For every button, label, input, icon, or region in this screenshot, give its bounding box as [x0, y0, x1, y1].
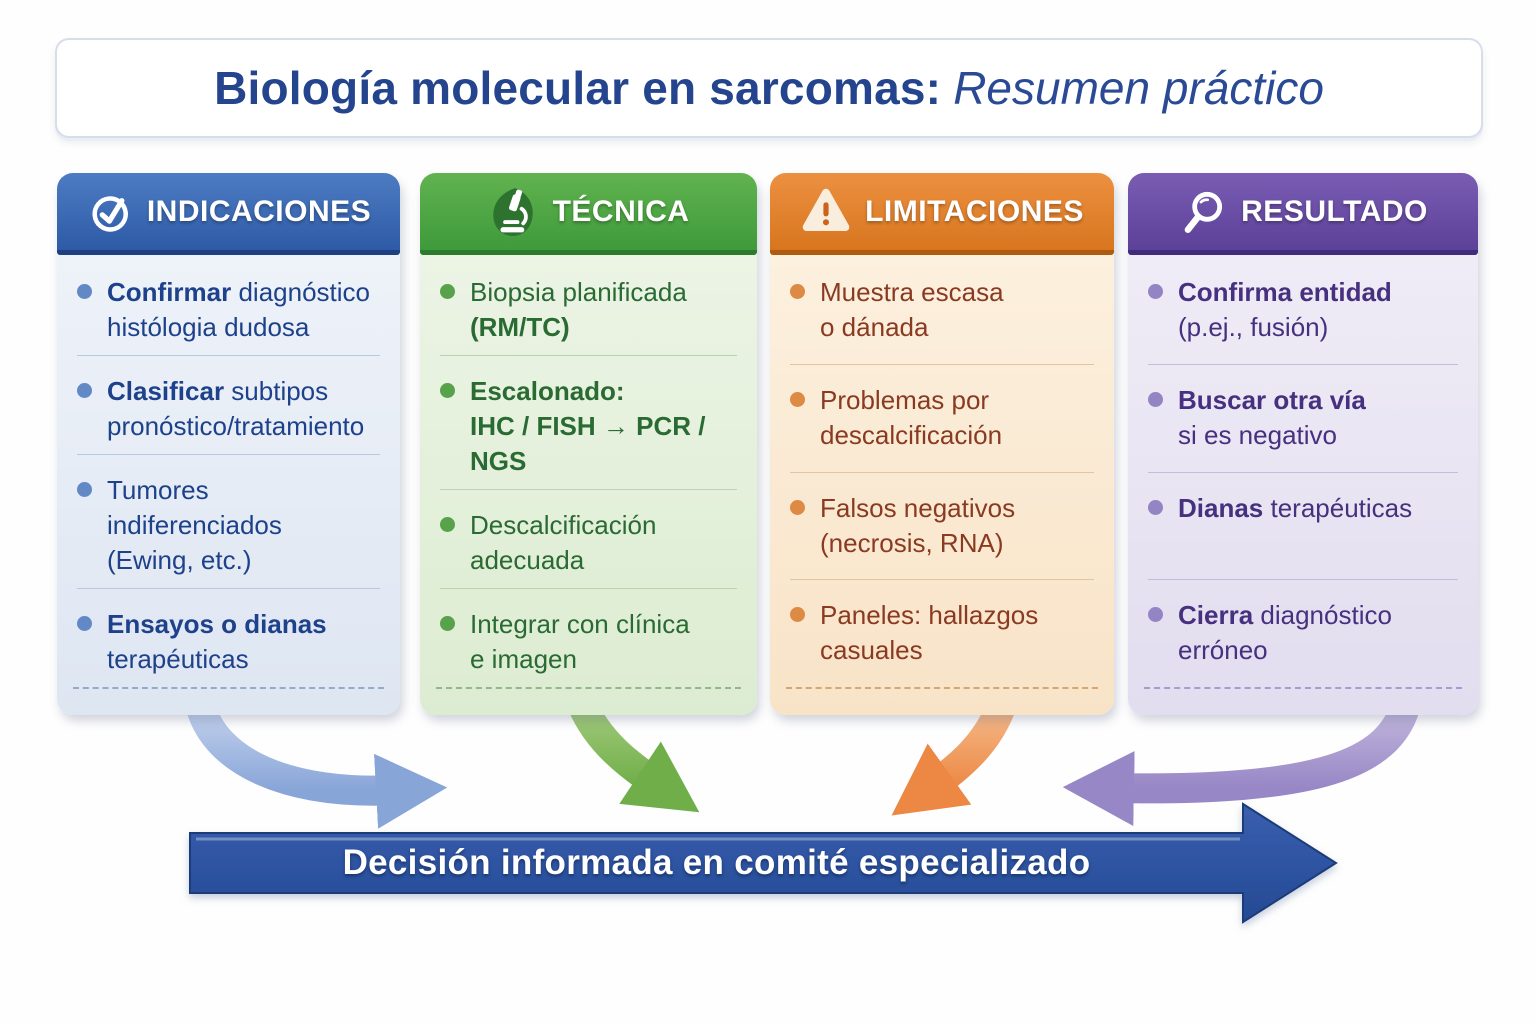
card-header-resultado: RESULTADO — [1128, 173, 1478, 255]
list-item: Escalonado:IHC / FISH → PCR / NGS — [440, 356, 737, 490]
list-item-text: Escalonado:IHC / FISH → PCR / NGS — [470, 376, 706, 476]
page-subtitle: Resumen práctico — [953, 62, 1324, 114]
list-item: Biopsia planificada(RM/TC) — [440, 257, 737, 356]
bullet-icon — [440, 383, 455, 398]
card-item-list: Confirma entidad(p.ej., fusión) Buscar ot… — [1128, 255, 1478, 687]
bullet-icon — [790, 391, 805, 407]
dashed-separator — [436, 687, 741, 689]
list-item: Confirma entidad(p.ej., fusión) — [1148, 257, 1458, 365]
title-bar: Biología molecular en sarcomas: Resumen … — [55, 38, 1483, 138]
card-body: Confirma entidad(p.ej., fusión) Buscar ot… — [1128, 255, 1478, 715]
card-body: Biopsia planificada(RM/TC) Escalonado:IHC… — [420, 255, 757, 715]
list-item-text: Falsos negativos(necrosis, RNA) — [820, 492, 1016, 558]
decision-arrow-label: Decisión informada en comité especializa… — [342, 843, 1091, 882]
check-circle-icon — [86, 188, 134, 236]
card-header-limitaciones: LIMITACIONES — [770, 173, 1114, 255]
bullet-icon — [790, 284, 805, 299]
bullet-icon — [1148, 607, 1163, 623]
bullet-icon — [1148, 284, 1163, 299]
dashed-separator — [1144, 687, 1462, 689]
page-title: Biología molecular en sarcomas: — [214, 62, 942, 114]
list-item-text: Tumores indiferenciados(Ewing, etc.) — [107, 475, 282, 575]
dashed-separator — [786, 687, 1098, 689]
flow-arrow-orange — [891, 698, 1017, 816]
bullet-icon — [77, 383, 92, 398]
bullet-icon — [440, 616, 455, 631]
list-item: Dianas terapéuticas — [1148, 473, 1458, 581]
bullet-icon — [790, 499, 805, 515]
bullet-icon — [77, 482, 92, 497]
flow-arrow-green — [568, 697, 700, 813]
list-item-text: Biopsia planificada(RM/TC) — [470, 277, 687, 342]
bullet-icon — [440, 517, 455, 532]
card-resultado: RESULTADO Confirma entidad(p.ej., fusión… — [1128, 173, 1478, 715]
card-header-label: LIMITACIONES — [865, 194, 1084, 228]
card-header-label: RESULTADO — [1241, 194, 1428, 228]
warning-icon — [800, 186, 852, 238]
list-item: Falsos negativos(necrosis, RNA) — [790, 473, 1094, 581]
magnifier-icon — [1178, 187, 1228, 237]
card-header-label: INDICACIONES — [146, 194, 372, 228]
bullet-icon — [77, 616, 92, 631]
list-item-text: Confirma entidad(p.ej., fusión) — [1178, 277, 1392, 342]
card-header-tecnica: TÉCNICA — [420, 173, 757, 255]
card-header-label: TÉCNICA — [552, 194, 690, 228]
bullet-icon — [790, 607, 805, 623]
card-header-indicaciones: INDICACIONES — [57, 173, 400, 255]
list-item: Tumores indiferenciados(Ewing, etc.) — [77, 455, 380, 589]
dashed-separator — [73, 687, 384, 689]
bullet-icon — [77, 284, 92, 299]
microscope-icon — [488, 186, 540, 238]
card-tecnica: TÉCNICA Biopsia planificada(RM/TC) Escalo… — [420, 173, 757, 715]
flow-arrow-purple — [1062, 699, 1421, 826]
bullet-icon — [1148, 391, 1163, 407]
bullet-icon — [440, 284, 455, 299]
bullet-icon — [1148, 499, 1163, 515]
list-item-text: Dianas terapéuticas — [1178, 492, 1413, 523]
flow-arrow-blue — [185, 699, 448, 829]
card-item-list: Biopsia planificada(RM/TC) Escalonado:IHC… — [420, 255, 757, 687]
